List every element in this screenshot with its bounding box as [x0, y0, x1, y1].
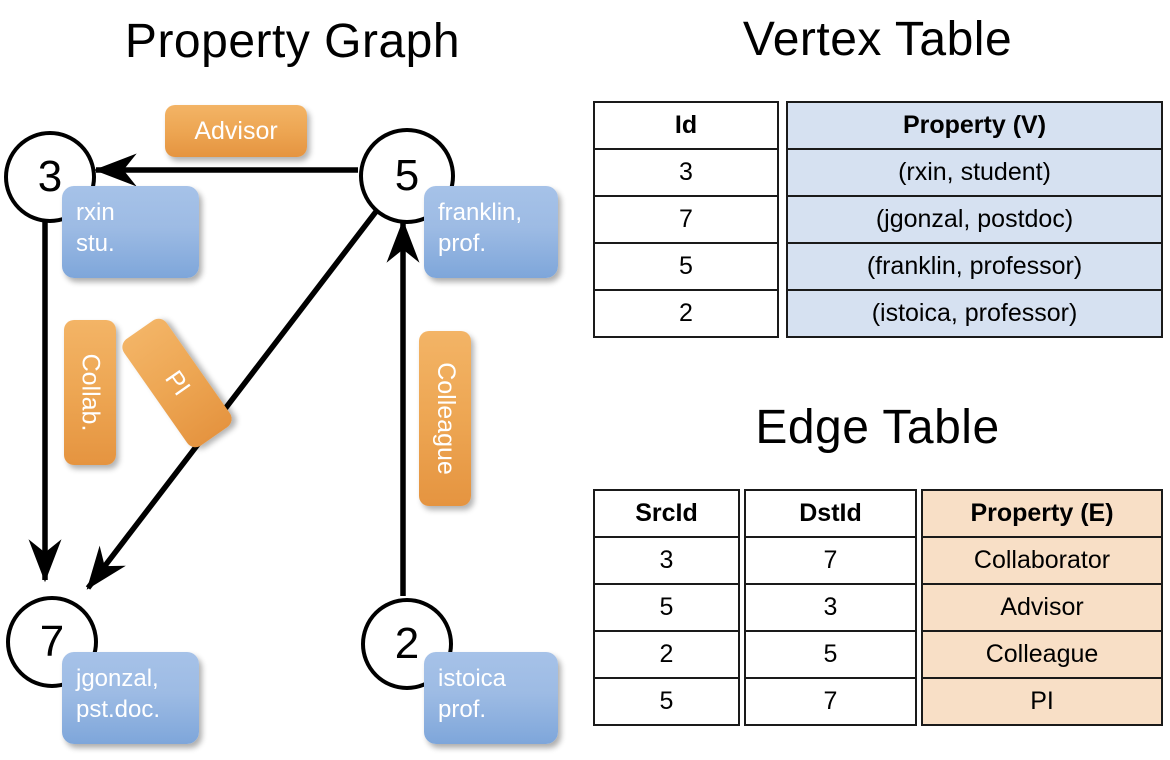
edge-label-colleague-text: Colleague	[431, 362, 460, 475]
vertex-id-cell: 5	[593, 242, 779, 291]
graph-node-5-label: 5	[394, 151, 420, 200]
edge-property-cell: Advisor	[921, 583, 1163, 632]
table-header-row: Property (E)	[921, 489, 1163, 538]
table-row[interactable]: (jgonzal, postdoc)	[786, 195, 1163, 244]
edge-label-collab-text: Collab.	[76, 353, 105, 432]
page-title-vertex-table: Vertex Table	[742, 13, 1013, 66]
edge-dstid-cell: 5	[744, 630, 917, 679]
graph-node-3-label: 3	[37, 152, 63, 201]
vertex-property-cell: (franklin, professor)	[786, 242, 1163, 291]
edge-label-advisor-text: Advisor	[194, 116, 278, 145]
table-row[interactable]: (franklin, professor)	[786, 242, 1163, 291]
vertex-table-id-header: Id	[593, 101, 779, 150]
edge-dstid-cell: 7	[744, 677, 917, 726]
property-graph-diagram: 3 5 7 2 rxin stu. franklin, prof. jgonza…	[4, 105, 558, 744]
node-3-property-line-1: rxin	[76, 199, 115, 226]
edge-table-property-header: Property (E)	[921, 489, 1163, 538]
table-header-row: SrcId	[593, 489, 740, 538]
edge-srcid-cell: 3	[593, 536, 740, 585]
edge-srcid-cell: 5	[593, 583, 740, 632]
vertex-property-cell: (rxin, student)	[786, 148, 1163, 197]
table-row[interactable]: Advisor	[921, 583, 1163, 632]
edge-property-cell: PI	[921, 677, 1163, 726]
edge-label-colleague[interactable]: Colleague	[419, 331, 471, 506]
table-row[interactable]: (istoica, professor)	[786, 289, 1163, 338]
node-5-property-box[interactable]: franklin, prof.	[424, 186, 558, 278]
table-row[interactable]: 3	[744, 583, 917, 632]
edge-table-srcid-column: SrcId 3 5 2 5	[593, 489, 740, 726]
node-5-property-line-1: franklin,	[438, 199, 523, 226]
node-7-property-line-1: jgonzal,	[76, 665, 159, 692]
edge-property-cell: Collaborator	[921, 536, 1163, 585]
edge-table-dstid-column: DstId 7 3 5 7	[744, 489, 917, 726]
edge-srcid-cell: 2	[593, 630, 740, 679]
table-row[interactable]: 7	[744, 536, 917, 585]
table-row[interactable]: 7	[593, 195, 779, 244]
table-row[interactable]: Collaborator	[921, 536, 1163, 585]
table-row[interactable]: 3	[593, 148, 779, 197]
edge-table-property-column: Property (E) Collaborator Advisor Collea…	[921, 489, 1163, 726]
graph-node-2-label: 2	[394, 619, 420, 668]
vertex-property-cell: (jgonzal, postdoc)	[786, 195, 1163, 244]
table-header-row: Property (V)	[786, 101, 1163, 150]
table-row[interactable]: 5	[744, 630, 917, 679]
edge-table-dstid-header: DstId	[744, 489, 917, 538]
node-7-property-box[interactable]: jgonzal, pst.doc.	[62, 652, 199, 744]
table-header-row: Id	[593, 101, 779, 150]
table-row[interactable]: 7	[744, 677, 917, 726]
graph-edges-svg	[28, 153, 420, 596]
node-2-property-line-2: prof.	[438, 695, 487, 723]
edge-label-pi-text: PI	[159, 365, 196, 401]
table-row[interactable]: PI	[921, 677, 1163, 726]
edge-srcid-cell: 5	[593, 677, 740, 726]
vertex-id-cell: 3	[593, 148, 779, 197]
edge-table-srcid-header: SrcId	[593, 489, 740, 538]
node-2-property-box[interactable]: istoica prof.	[424, 652, 558, 744]
page-title-property-graph: Property Graph	[124, 15, 461, 68]
table-row[interactable]: 2	[593, 630, 740, 679]
node-5-property-line-2: prof.	[438, 229, 487, 257]
edge-label-collab[interactable]: Collab.	[64, 320, 116, 465]
vertex-table-property-column: Property (V) (rxin, student) (jgonzal, p…	[786, 101, 1163, 338]
edge-property-cell: Colleague	[921, 630, 1163, 679]
table-row[interactable]: 5	[593, 583, 740, 632]
edge-dstid-cell: 7	[744, 536, 917, 585]
table-row[interactable]: 5	[593, 677, 740, 726]
vertex-table-id-column: Id 3 7 5 2	[593, 101, 779, 338]
graph-node-2[interactable]: 2	[361, 598, 453, 690]
table-row[interactable]: 3	[593, 536, 740, 585]
graph-node-7-label: 7	[39, 617, 65, 666]
table-row[interactable]: (rxin, student)	[786, 148, 1163, 197]
vertex-id-cell: 7	[593, 195, 779, 244]
vertex-property-cell: (istoica, professor)	[786, 289, 1163, 338]
table-row[interactable]: Colleague	[921, 630, 1163, 679]
edge-dstid-cell: 3	[744, 583, 917, 632]
vertex-table-property-header: Property (V)	[786, 101, 1163, 150]
node-2-property-line-1: istoica	[438, 665, 507, 692]
edge-label-advisor[interactable]: Advisor	[165, 105, 307, 157]
table-header-row: DstId	[744, 489, 917, 538]
node-3-property-box[interactable]: rxin stu.	[62, 186, 199, 278]
edge-5-to-7-pi	[85, 203, 384, 590]
node-7-property-line-2: pst.doc.	[76, 695, 161, 723]
table-row[interactable]: 2	[593, 289, 779, 338]
vertex-id-cell: 2	[593, 289, 779, 338]
page-title-edge-table: Edge Table	[755, 401, 1000, 454]
node-3-property-line-2: stu.	[76, 229, 115, 257]
table-row[interactable]: 5	[593, 242, 779, 291]
